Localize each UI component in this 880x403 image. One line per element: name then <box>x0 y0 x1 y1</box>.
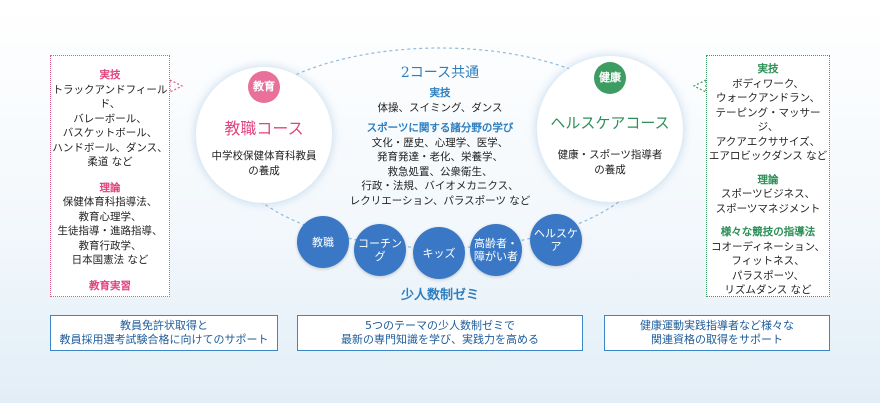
seminar-healthcare: ヘルスケア <box>530 214 582 266</box>
support-text-line: 関連資格の取得をサポート <box>651 333 783 346</box>
seminar-coaching: コーチング <box>354 224 406 276</box>
list-item: レクリエーション、パラスポーツ など <box>349 194 531 207</box>
teaching-support-box: 教員免許状取得と 教員採用選考試験合格に向けてのサポート <box>50 315 278 351</box>
right-coaching-heading: 様々な競技の指導法 <box>720 226 816 238</box>
right-theory-list: スポーツビジネス、 スポーツマネジメント <box>707 187 829 216</box>
list-item: ハンドボール、ダンス、 <box>52 141 168 154</box>
list-item: 文化・歴史、心理学、医学、 <box>371 136 509 149</box>
list-item: 日本国憲法 など <box>71 254 149 266</box>
list-item: リズムダンス など <box>724 284 812 296</box>
list-item: バスケットボール、 <box>62 127 158 139</box>
list-item: アクアエクササイズ、 <box>715 135 821 148</box>
left-training-heading: 教育実習 <box>89 279 131 292</box>
list-item: 教育行政学、 <box>78 239 142 252</box>
list-item: ボディワーク、 <box>732 77 804 90</box>
seminar-section-label: 少人数制ゼミ <box>400 288 479 303</box>
seminar-elderly-disabled: 高齢者・ 障がい者 <box>470 224 522 276</box>
support-text-line: 健康運動実践指導者など様々な <box>640 319 794 332</box>
seminar-teaching: 教職 <box>297 216 349 268</box>
list-item: 生徒指導・進路指導、 <box>57 225 163 237</box>
list-item: 保健体育科指導法、 <box>62 196 158 208</box>
list-item: エアロビックダンス など <box>708 150 828 162</box>
seminar-label: キッズ <box>422 246 456 260</box>
seminar-kids: キッズ <box>413 227 465 279</box>
list-item: 柔道 など <box>87 156 133 168</box>
left-theory-list: 保健体育科指導法、 教育心理学、 生徒指導・進路指導、 教育行政学、 日本国憲法… <box>51 195 169 268</box>
common-theory-heading: スポーツに関する諸分野の学び <box>366 122 514 134</box>
list-item: ウォークアンドラン、 <box>716 92 820 104</box>
list-item: テーピング・マッサージ、 <box>715 106 821 134</box>
health-badge: 健康 <box>594 62 626 94</box>
common-theory-list: 文化・歴史、心理学、医学、 発育発達・老化、栄養学、 救急処置、公衆衛生、 行政… <box>330 136 550 209</box>
healthcare-course-description: 健康・スポーツ指導者 の養成 <box>537 148 683 177</box>
seminar-label-line: 障がい者 <box>474 250 518 263</box>
list-item: コオーディネーション、 <box>711 240 825 253</box>
right-practice-heading: 実技 <box>757 63 779 75</box>
left-course-curriculum-box: 実技 トラックアンドフィールド、 バレーボール、 バスケットボール、 ハンドボー… <box>50 55 170 297</box>
right-practice-list: ボディワーク、 ウォークアンドラン、 テーピング・マッサージ、 アクアエクササイ… <box>707 77 829 164</box>
description-line: の養成 <box>248 164 280 177</box>
common-practice-heading: 実技 <box>429 87 451 99</box>
list-item: 行政・法規、バイオメカニクス、 <box>361 180 519 192</box>
right-theory-heading: 理論 <box>757 173 779 186</box>
teaching-course-description: 中学校保健体育科教員 の養成 <box>196 149 332 178</box>
list-item: 教育心理学、 <box>78 210 142 223</box>
teaching-course-title: 教職コース <box>224 119 304 138</box>
right-course-curriculum-box: 実技 ボディワーク、 ウォークアンドラン、 テーピング・マッサージ、 アクアエク… <box>706 55 830 297</box>
left-theory-heading: 理論 <box>99 181 121 194</box>
seminar-support-box: 5つのテーマの少人数制ゼミで 最新の専門知識を学び、実践力を高める <box>297 315 583 351</box>
support-text-line: 最新の専門知識を学び、実践力を高める <box>341 333 539 346</box>
description-line: 健康・スポーツ指導者 <box>557 149 663 161</box>
seminar-label-line: 高齢者・ <box>474 237 518 250</box>
list-item: トラックアンドフィールド、 <box>52 83 168 111</box>
support-text-line: 教員免許状取得と <box>120 319 208 332</box>
list-item: フィットネス、 <box>731 255 805 267</box>
list-item: バレーボール、 <box>73 112 147 125</box>
seminar-label: ヘルスケア <box>534 227 578 253</box>
seminar-label: コーチング <box>358 237 402 263</box>
support-text-line: 5つのテーマの少人数制ゼミで <box>365 319 515 332</box>
healthcare-course-circle: 健康 ヘルスケアコース 健康・スポーツ指導者 の養成 <box>537 56 683 202</box>
description-line: の養成 <box>594 163 626 176</box>
seminar-label: 高齢者・ 障がい者 <box>474 237 518 263</box>
left-practice-list: トラックアンドフィールド、 バレーボール、 バスケットボール、 ハンドボール、ダ… <box>51 83 169 170</box>
teaching-course-circle: 教育 教職コース 中学校保健体育科教員 の養成 <box>196 67 332 203</box>
common-curriculum: 2コース共通 実技 体操、スイミング、ダンス スポーツに関する諸分野の学び 文化… <box>330 62 550 208</box>
left-practice-heading: 実技 <box>99 69 121 81</box>
list-item: 発育発達・老化、栄養学、 <box>377 151 503 163</box>
common-title: 2コース共通 <box>400 65 480 81</box>
healthcare-support-box: 健康運動実践指導者など様々な 関連資格の取得をサポート <box>604 315 830 351</box>
common-practice-items: 体操、スイミング、ダンス <box>377 101 503 114</box>
support-text-line: 教員採用選考試験合格に向けてのサポート <box>59 333 269 346</box>
list-item: パラスポーツ、 <box>731 269 805 282</box>
description-line: 中学校保健体育科教員 <box>211 150 317 162</box>
list-item: スポーツビジネス、 <box>720 188 816 200</box>
seminar-label: 教職 <box>312 235 334 249</box>
healthcare-course-title: ヘルスケアコース <box>550 114 670 132</box>
list-item: スポーツマネジメント <box>715 202 821 215</box>
right-coaching-list: コオーディネーション、 フィットネス、 パラスポーツ、 リズムダンス など <box>707 240 829 298</box>
list-item: 救急処置、公衆衛生、 <box>387 165 493 178</box>
education-badge: 教育 <box>248 71 280 103</box>
